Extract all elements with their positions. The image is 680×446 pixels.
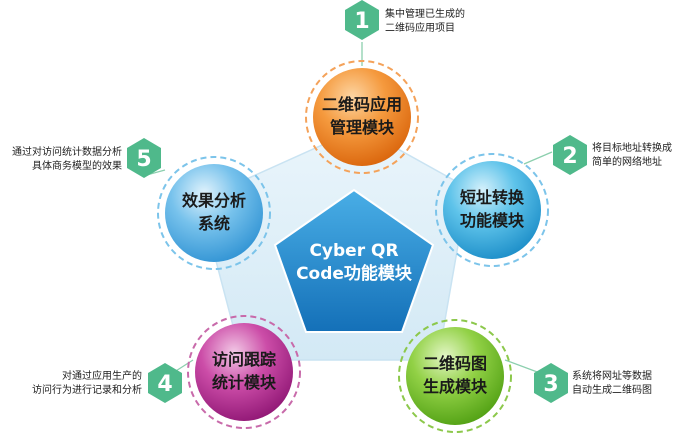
annotation-5-line1: 通过对访问统计数据分析	[12, 147, 122, 158]
badge-2-number: 2	[562, 144, 577, 169]
badge-4-number: 4	[157, 372, 172, 397]
badge-2: 2	[553, 135, 587, 175]
annotation-5-line2: 具体商务模型的效果	[32, 161, 122, 172]
module-1: 二维码应用 管理模块	[305, 60, 419, 174]
module-3-label-line2: 生成模块	[423, 377, 488, 396]
module-1-dashed-ring	[305, 60, 419, 174]
annotation-3-line1: 系统将网址等数据	[572, 371, 652, 382]
badge-5-number: 5	[136, 147, 151, 172]
annotation-1: 集中管理已生成的 二维码应用项目	[385, 8, 465, 36]
module-1-label-line2: 管理模块	[330, 118, 395, 137]
center-label-line2: Code功能模块	[296, 263, 413, 284]
module-5-label-line1: 效果分析	[182, 191, 246, 210]
module-4-label-line2: 统计模块	[212, 373, 277, 392]
center-pentagon	[273, 188, 435, 333]
module-4: 访问跟踪 统计模块	[187, 315, 301, 429]
annotation-3: 系统将网址等数据 自动生成二维码图	[572, 370, 652, 398]
module-3: 二维码图 生成模块	[398, 319, 512, 433]
module-3-label-line1: 二维码图	[423, 354, 487, 373]
module-2: 短址转换 功能模块	[435, 153, 549, 267]
badge-2-hexagon	[553, 135, 587, 175]
module-2-dashed-ring	[435, 153, 549, 267]
module-3-circle	[406, 327, 504, 425]
module-2-label-line1: 短址转换	[460, 188, 525, 207]
annotation-4: 对通过应用生产的 访问行为进行记录和分析	[12, 370, 142, 398]
badge-1-number: 1	[354, 9, 369, 34]
module-2-label-line2: 功能模块	[460, 211, 525, 230]
center-label-line1: Cyber QR	[309, 241, 398, 261]
badge-4-hexagon	[148, 363, 182, 403]
annotation-2-line1: 将目标地址转换成	[592, 143, 672, 154]
badge-1-hexagon	[345, 0, 379, 40]
badge-3: 3	[534, 363, 568, 403]
badge-4: 4	[148, 363, 182, 403]
module-4-label-line1: 访问跟踪	[212, 350, 276, 369]
module-5: 效果分析 系统	[157, 156, 271, 270]
module-5-dashed-ring	[157, 156, 271, 270]
annotation-4-line2: 访问行为进行记录和分析	[32, 385, 142, 396]
module-3-dashed-ring	[398, 319, 512, 433]
annotation-3-line2: 自动生成二维码图	[572, 385, 652, 396]
module-1-circle	[313, 68, 411, 166]
badge-3-number: 3	[543, 372, 558, 397]
module-4-dashed-ring	[187, 315, 301, 429]
module-1-label-line1: 二维码应用	[322, 95, 402, 114]
module-5-label-line2: 系统	[198, 214, 230, 233]
connector-2	[523, 151, 553, 165]
annotation-5: 通过对访问统计数据分析 具体商务模型的效果	[2, 146, 122, 174]
module-5-circle	[165, 164, 263, 262]
badges: 1 2 3 4 5	[127, 0, 587, 403]
annotation-1-line2: 二维码应用项目	[385, 23, 455, 34]
annotation-4-line1: 对通过应用生产的	[62, 371, 142, 382]
module-4-circle	[195, 323, 293, 421]
badge-3-hexagon	[534, 363, 568, 403]
annotation-1-line1: 集中管理已生成的	[385, 9, 465, 20]
annotation-2-line2: 简单的网络地址	[592, 157, 662, 168]
annotation-2: 将目标地址转换成 简单的网络地址	[592, 142, 672, 170]
badge-5-hexagon	[127, 138, 161, 178]
module-2-circle	[443, 161, 541, 259]
badge-1: 1	[345, 0, 379, 40]
center-block: Cyber QR Code功能模块	[273, 188, 435, 333]
badge-5: 5	[127, 138, 161, 178]
